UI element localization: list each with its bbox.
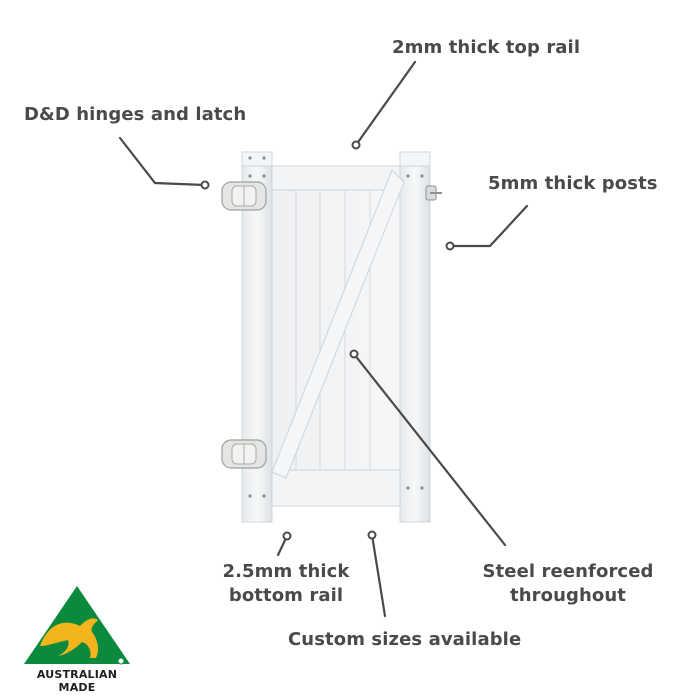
label-hinges-latch: D&D hinges and latch	[24, 104, 247, 125]
leader-lines	[118, 60, 529, 618]
right-post	[399, 151, 431, 523]
leader-custom-sizes	[370, 533, 387, 618]
leader-hinges	[118, 136, 207, 187]
label-bottom-rail-line1: 2.5mm thick	[222, 561, 350, 582]
label-bottom-rail: 2.5mm thick bottom rail	[218, 560, 354, 608]
kangaroo-icon	[40, 618, 99, 658]
leader-top-rail	[354, 60, 417, 147]
label-steel-line1: Steel reenforced	[482, 561, 654, 582]
top-hinge	[221, 181, 267, 211]
label-steel-line2: throughout	[510, 585, 626, 606]
latch	[425, 185, 442, 201]
leader-posts	[448, 204, 529, 248]
leader-dots	[200, 140, 455, 541]
label-top-rail: 2mm thick top rail	[392, 37, 581, 58]
diagonal-brace	[271, 169, 405, 479]
australian-made-text: AUSTRALIAN MADE	[36, 668, 118, 694]
label-custom-sizes: Custom sizes available	[288, 629, 522, 650]
label-posts: 5mm thick posts	[488, 173, 658, 194]
bottom-hinge	[221, 439, 267, 469]
label-bottom-rail-line2: bottom rail	[228, 585, 344, 606]
australian-made-logo	[24, 586, 130, 665]
bottom-rail	[271, 469, 401, 507]
top-rail	[271, 165, 401, 191]
gate-leaf	[271, 165, 405, 507]
label-steel: Steel reenforced throughout	[480, 560, 656, 608]
leader-steel	[352, 352, 507, 547]
